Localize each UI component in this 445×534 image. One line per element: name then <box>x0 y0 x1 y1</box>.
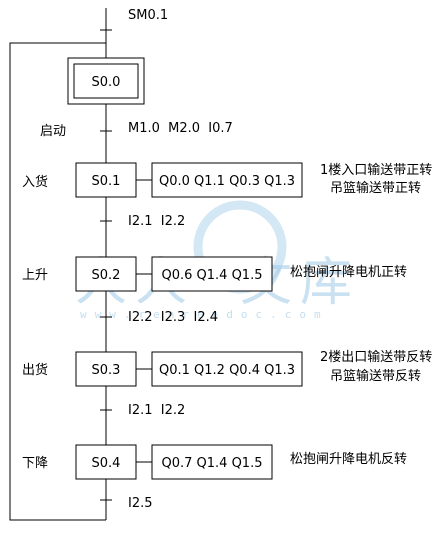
step-4-action-box <box>151 444 273 480</box>
step-4-box <box>75 444 137 480</box>
step-s0-4: 下降 S0.4 Q0.7 Q1.4 Q1.5 松抱闸升降电机反转 <box>22 444 407 480</box>
step-4-label: 下降 <box>22 456 48 471</box>
initial-step-id: S0.0 <box>92 75 121 90</box>
step-2-note-1: 松抱闸升降电机正转 <box>290 264 407 280</box>
step-3-id: S0.3 <box>92 363 121 378</box>
step-1-note-2: 吊篮输送带正转 <box>330 180 421 196</box>
step-4-id: S0.4 <box>92 456 121 471</box>
step-2-actions: Q0.6 Q1.4 Q1.5 <box>162 268 263 283</box>
initial-step: S0.0 <box>67 57 145 105</box>
transition-5-condition: I2.5 <box>128 496 153 511</box>
initial-contact-label: SM0.1 <box>128 8 168 23</box>
step-3-action-box <box>151 351 303 387</box>
step-1-id: S0.1 <box>92 174 121 189</box>
step-s0-1: 入货 S0.1 Q0.0 Q1.1 Q0.3 Q1.3 1楼入口输送带正转 吊篮… <box>22 162 432 198</box>
step-s0-2: 上升 S0.2 Q0.6 Q1.4 Q1.5 松抱闸升降电机正转 <box>22 256 407 292</box>
watermark-url: www.renrendoc.com <box>80 308 329 321</box>
initial-step-outer-box <box>67 57 145 105</box>
step-1-note-1: 1楼入口输送带正转 <box>320 162 432 178</box>
step-1-actions: Q0.0 Q1.1 Q0.3 Q1.3 <box>159 174 295 189</box>
transition-3-condition: I2.2 I2.3 I2.4 <box>128 310 218 325</box>
step-1-action-box <box>151 162 303 198</box>
loop-back-line <box>9 42 106 521</box>
step-4-actions: Q0.7 Q1.4 Q1.5 <box>162 456 263 471</box>
step-3-actions: Q0.1 Q1.2 Q0.4 Q1.3 <box>159 363 295 378</box>
step-4-note-1: 松抱闸升降电机反转 <box>290 451 407 467</box>
initial-step-inner-box <box>73 63 139 99</box>
transition-1-condition: M1.0 M2.0 I0.7 <box>128 121 233 136</box>
step-3-note-1: 2楼出口输送带反转 <box>320 349 432 365</box>
step-2-box <box>75 256 137 292</box>
step-2-id: S0.2 <box>92 268 121 283</box>
step-s0-3: 出货 S0.3 Q0.1 Q1.2 Q0.4 Q1.3 2楼出口输送带反转 吊篮… <box>22 349 432 387</box>
step-2-label: 上升 <box>22 268 48 283</box>
step-3-label: 出货 <box>22 362 48 378</box>
step-1-label: 入货 <box>22 174 48 190</box>
step-1-box <box>75 162 137 198</box>
transition-4-condition: I2.1 I2.2 <box>128 403 185 418</box>
step-2-action-box <box>151 256 273 292</box>
transition-2-condition: I2.1 I2.2 <box>128 214 185 229</box>
transition-1-label: 启动 <box>40 124 66 139</box>
step-3-note-2: 吊篮输送带反转 <box>330 368 421 384</box>
watermark-char-4: 库 <box>300 253 352 313</box>
